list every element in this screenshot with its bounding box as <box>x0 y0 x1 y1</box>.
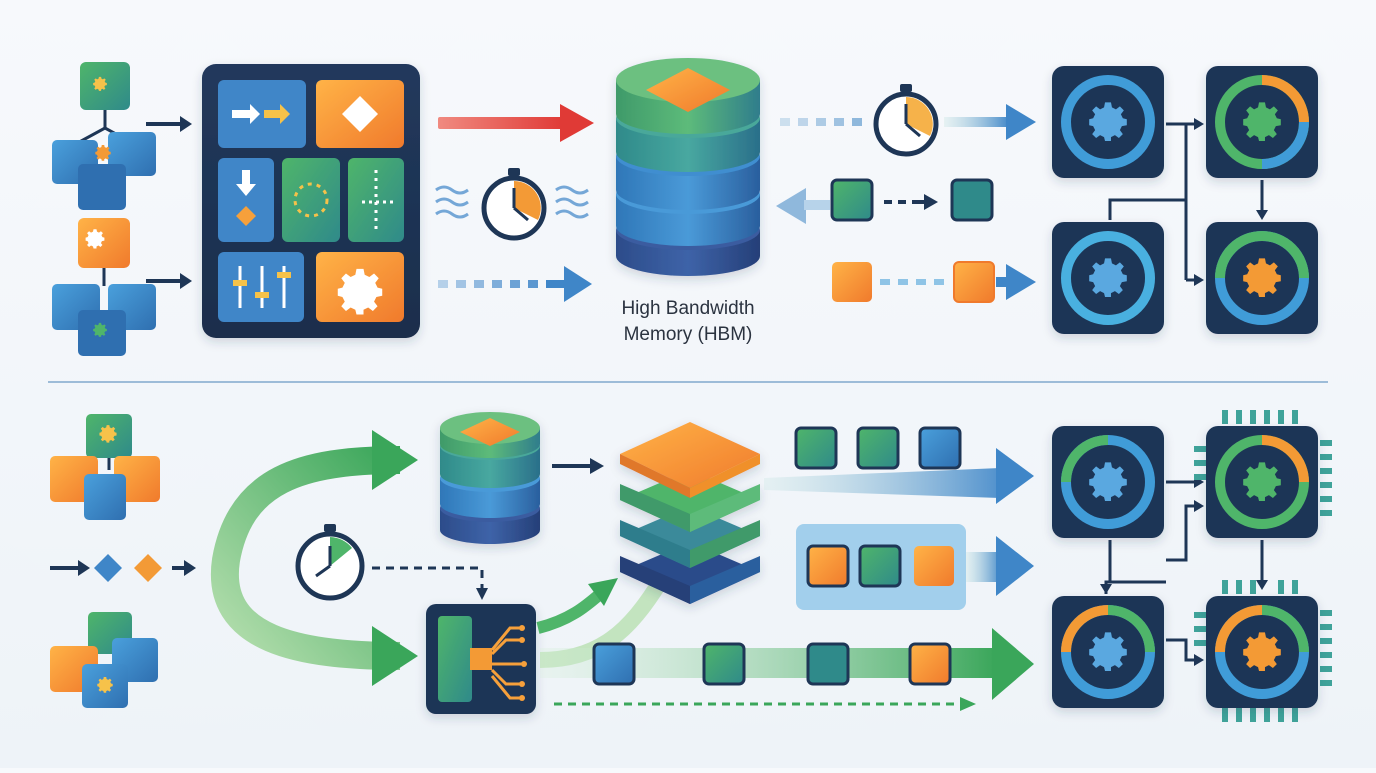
data-block <box>856 426 900 470</box>
arrow-icon <box>210 430 418 686</box>
cube-cluster-icon <box>50 414 160 520</box>
arrow-icon <box>776 188 830 224</box>
arrow-icon <box>438 266 592 302</box>
data-block <box>592 642 636 686</box>
memory-stack-icon <box>616 58 760 276</box>
arrow-icon <box>372 566 484 590</box>
chip-icon <box>426 604 536 714</box>
memory-stack-icon <box>440 412 540 544</box>
diamond-icon <box>94 554 122 582</box>
stopwatch-icon <box>295 524 365 601</box>
arrow-icon <box>884 194 938 210</box>
hbm-label-line2: Memory (HBM) <box>624 324 753 345</box>
hbm-label-line1: High Bandwidth <box>621 298 754 319</box>
data-block <box>918 426 962 470</box>
processor-gear-icon <box>1052 596 1164 708</box>
data-block <box>806 642 850 686</box>
processor-gear-icon <box>1052 426 1164 538</box>
arrow-icon <box>552 458 604 474</box>
data-block <box>702 642 746 686</box>
diamond-icon <box>134 554 162 582</box>
processor-grid <box>1108 118 1268 286</box>
data-block <box>950 178 994 222</box>
processor-gear-icon <box>1206 222 1318 334</box>
processor-grid <box>1100 476 1268 666</box>
stopwatch-icon <box>481 168 547 241</box>
arrow-icon <box>554 697 976 711</box>
arrow-icon <box>438 104 594 142</box>
data-block <box>832 262 872 302</box>
arrow-icon <box>50 560 196 576</box>
processor-gear-icon <box>1052 66 1164 178</box>
control-panel <box>202 64 420 338</box>
arrow-icon <box>880 279 944 285</box>
arrow-icon <box>476 588 488 600</box>
processor-gear-icon <box>1052 222 1164 334</box>
chip-pins <box>1194 410 1332 722</box>
cube-cluster-icon <box>52 62 156 210</box>
arrow-icon <box>996 264 1036 300</box>
processor-gear-icon <box>1206 426 1318 538</box>
data-block <box>806 544 850 588</box>
data-block <box>914 546 954 586</box>
arrow-icon <box>944 104 1036 140</box>
wave-icon <box>435 185 589 219</box>
data-block <box>908 642 952 686</box>
cube-cluster-icon <box>50 612 158 708</box>
processor-gear-icon <box>1206 66 1318 178</box>
processor-gear-icon <box>1206 596 1318 708</box>
arrow-icon <box>764 448 1034 504</box>
arrow-icon <box>780 118 862 126</box>
memory-stack-icon <box>620 422 760 604</box>
arrow-icon <box>146 116 192 289</box>
cube-cluster-icon <box>52 218 156 356</box>
data-block <box>858 544 902 588</box>
data-block <box>830 178 874 222</box>
data-block <box>953 261 995 303</box>
stopwatch-icon <box>873 84 939 157</box>
data-block <box>794 426 838 470</box>
